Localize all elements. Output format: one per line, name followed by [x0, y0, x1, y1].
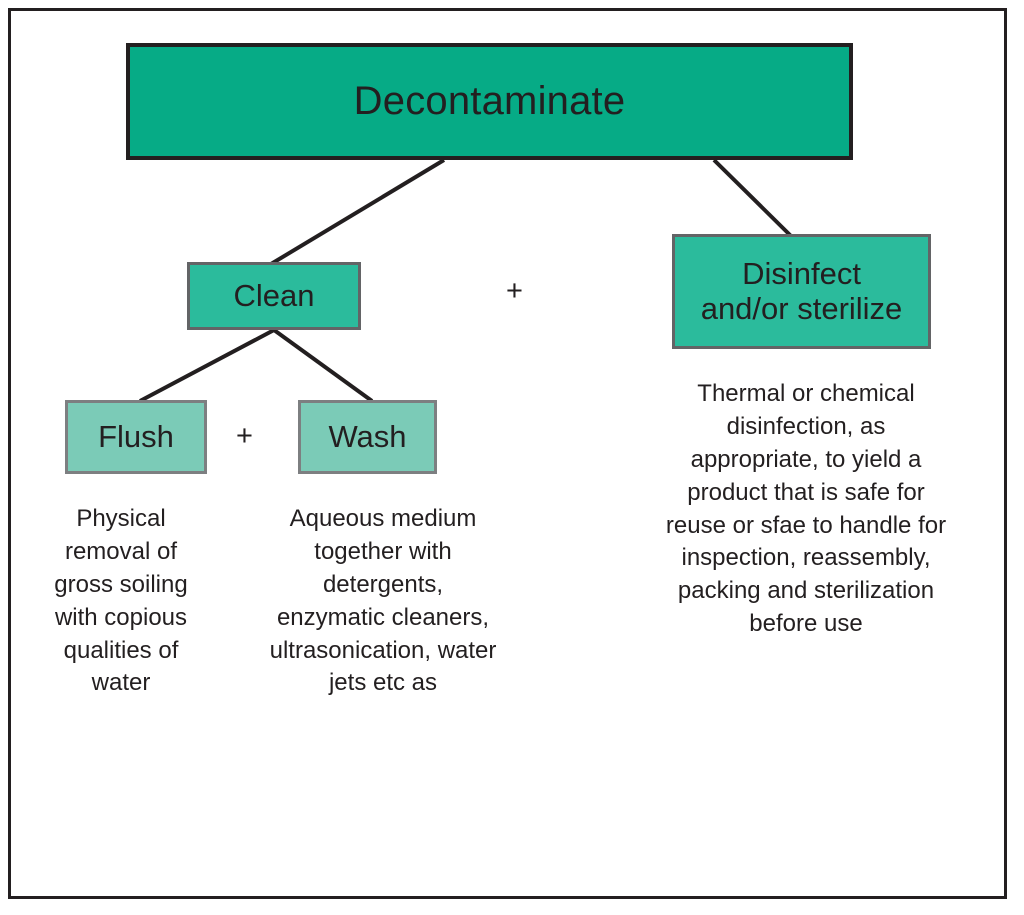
node-wash-label: Wash — [328, 418, 407, 454]
connector-root-to-clean — [269, 158, 446, 266]
node-clean-label: Clean — [233, 277, 315, 313]
node-clean: Clean — [187, 262, 361, 330]
connector-clean-to-wash — [272, 328, 374, 403]
node-decontaminate: Decontaminate — [126, 43, 853, 160]
caption-wash: Aqueous medium together with detergents,… — [269, 505, 497, 697]
node-disinfect-label: Disinfect and/or sterilize — [700, 255, 903, 326]
connector-clean-to-flush — [139, 328, 275, 403]
node-disinfect: Disinfect and/or sterilize — [672, 234, 931, 349]
plus-operator-clean-disinfect: + — [506, 275, 523, 307]
caption-disinfect: Thermal or chemical disinfection, as app… — [665, 380, 947, 638]
node-flush-label: Flush — [98, 418, 174, 454]
node-decontaminate-label: Decontaminate — [353, 79, 626, 124]
connector-root-to-disinfect — [712, 158, 793, 238]
caption-flush: Physical removal of gross soiling with c… — [54, 505, 188, 697]
diagram-border-frame — [8, 8, 1007, 899]
node-wash: Wash — [298, 400, 437, 474]
plus-operator-flush-wash: + — [236, 420, 253, 452]
node-flush: Flush — [65, 400, 207, 474]
